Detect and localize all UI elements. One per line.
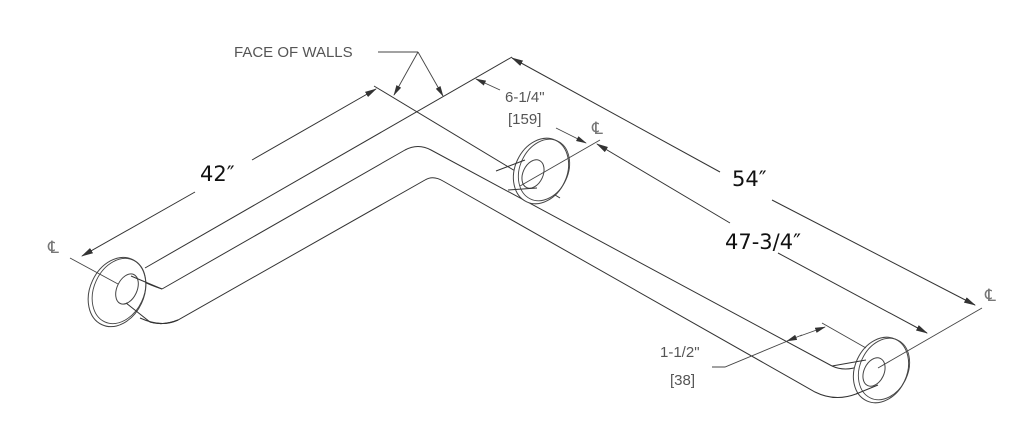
dim-wall-offset-mm: [159] [508, 111, 541, 128]
dim-54-line-b [771, 199, 976, 306]
dim-tube-mm: [38] [670, 372, 695, 389]
face-of-walls-label: FACE OF WALLS [234, 44, 353, 61]
left-centerline-extension [69, 257, 119, 285]
centerline-symbol-right: ℄ [984, 286, 996, 306]
dim-42-line-a [81, 191, 196, 257]
wall-face-right-line [144, 56, 513, 269]
dim-42-label: 42″ [200, 162, 235, 186]
dim-47-label: 47-3/4″ [725, 230, 801, 254]
dim-tube-ext [821, 322, 867, 349]
dim-tube-leader [712, 339, 791, 368]
face-of-walls-arrow-left [393, 51, 419, 96]
middle-centerline-extension [519, 139, 601, 187]
centerline-symbol-left: ℄ [47, 238, 59, 258]
grab-bar-upper-edge [161, 146, 833, 367]
face-of-walls-arrow-right [417, 51, 444, 97]
grab-bar-lower-edge [149, 177, 857, 398]
dim-wall-offset-leader [475, 78, 501, 91]
dim-wall-offset-leader-2 [555, 127, 587, 144]
right-centerline-extension [877, 307, 983, 369]
dim-wall-offset-in: 6-1/4" [505, 89, 545, 106]
dim-42-line-b [251, 88, 377, 161]
dim-47-line-b [777, 252, 928, 334]
centerline-symbol-middle: ℄ [591, 119, 603, 139]
dim-54-line-a [511, 57, 721, 173]
dim-tube-arrow-1 [799, 326, 826, 337]
left-flange [87, 256, 179, 328]
dim-54-label: 54″ [732, 167, 767, 191]
right-flange [831, 336, 911, 404]
middle-flange [495, 137, 571, 205]
dim-47-line-a [596, 143, 731, 224]
dim-tube-in: 1-1/2" [660, 344, 700, 361]
